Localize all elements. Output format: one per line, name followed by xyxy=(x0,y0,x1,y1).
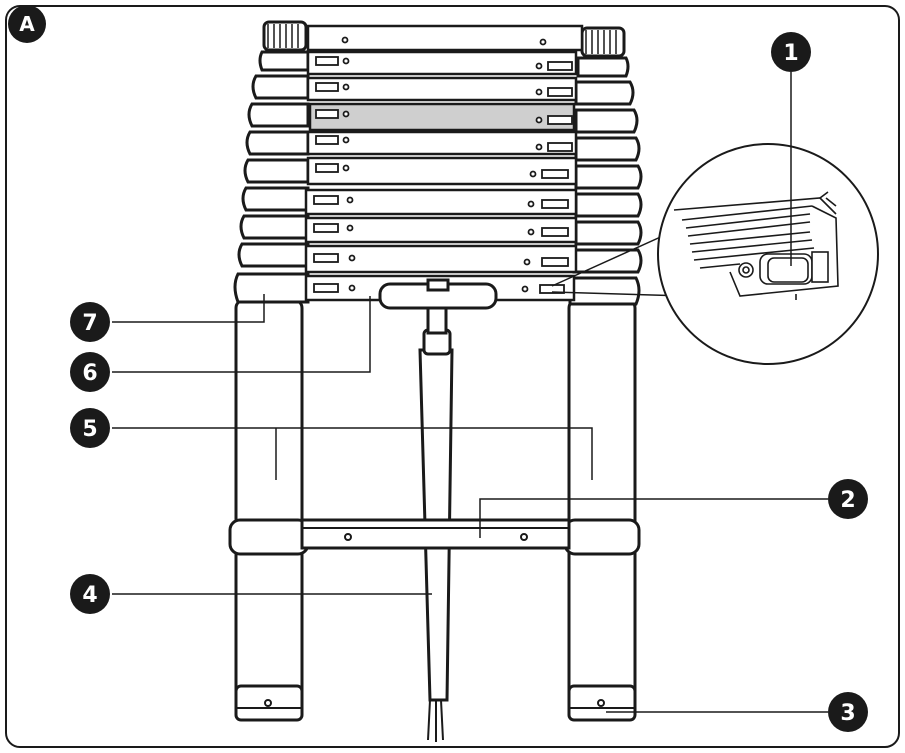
panel-label: A xyxy=(19,12,35,36)
ladder xyxy=(228,20,643,742)
callout-label-7: 7 xyxy=(82,311,97,336)
callout-5: 5 xyxy=(70,408,110,448)
right-lower-stile xyxy=(563,298,641,722)
lock-detail-zoom xyxy=(551,143,879,365)
strap-handle xyxy=(378,278,498,310)
rung-stack xyxy=(304,24,584,302)
callout-label-6: 6 xyxy=(82,361,97,386)
panel-label-badge: A xyxy=(8,5,46,43)
callout-3: 3 xyxy=(828,692,868,732)
callout-label-1: 1 xyxy=(783,41,798,66)
callout-label-3: 3 xyxy=(840,701,855,726)
leader-line-6 xyxy=(112,296,371,373)
callout-4: 4 xyxy=(70,574,110,614)
callout-7: 7 xyxy=(70,302,110,342)
bottom-rung xyxy=(300,518,571,550)
callout-6: 6 xyxy=(70,352,110,392)
left-lower-stile xyxy=(228,298,310,722)
callout-label-4: 4 xyxy=(82,583,97,608)
callout-label-2: 2 xyxy=(840,488,855,513)
leader-line-2 xyxy=(479,498,828,538)
leader-lines xyxy=(112,72,828,713)
callout-2: 2 xyxy=(828,479,868,519)
callout-label-5: 5 xyxy=(82,417,97,442)
left-collar-stack xyxy=(233,20,310,304)
callout-1: 1 xyxy=(771,32,811,72)
leader-line-5 xyxy=(112,427,593,480)
highlighted-rung xyxy=(308,102,576,132)
leader-line-7 xyxy=(112,294,265,323)
